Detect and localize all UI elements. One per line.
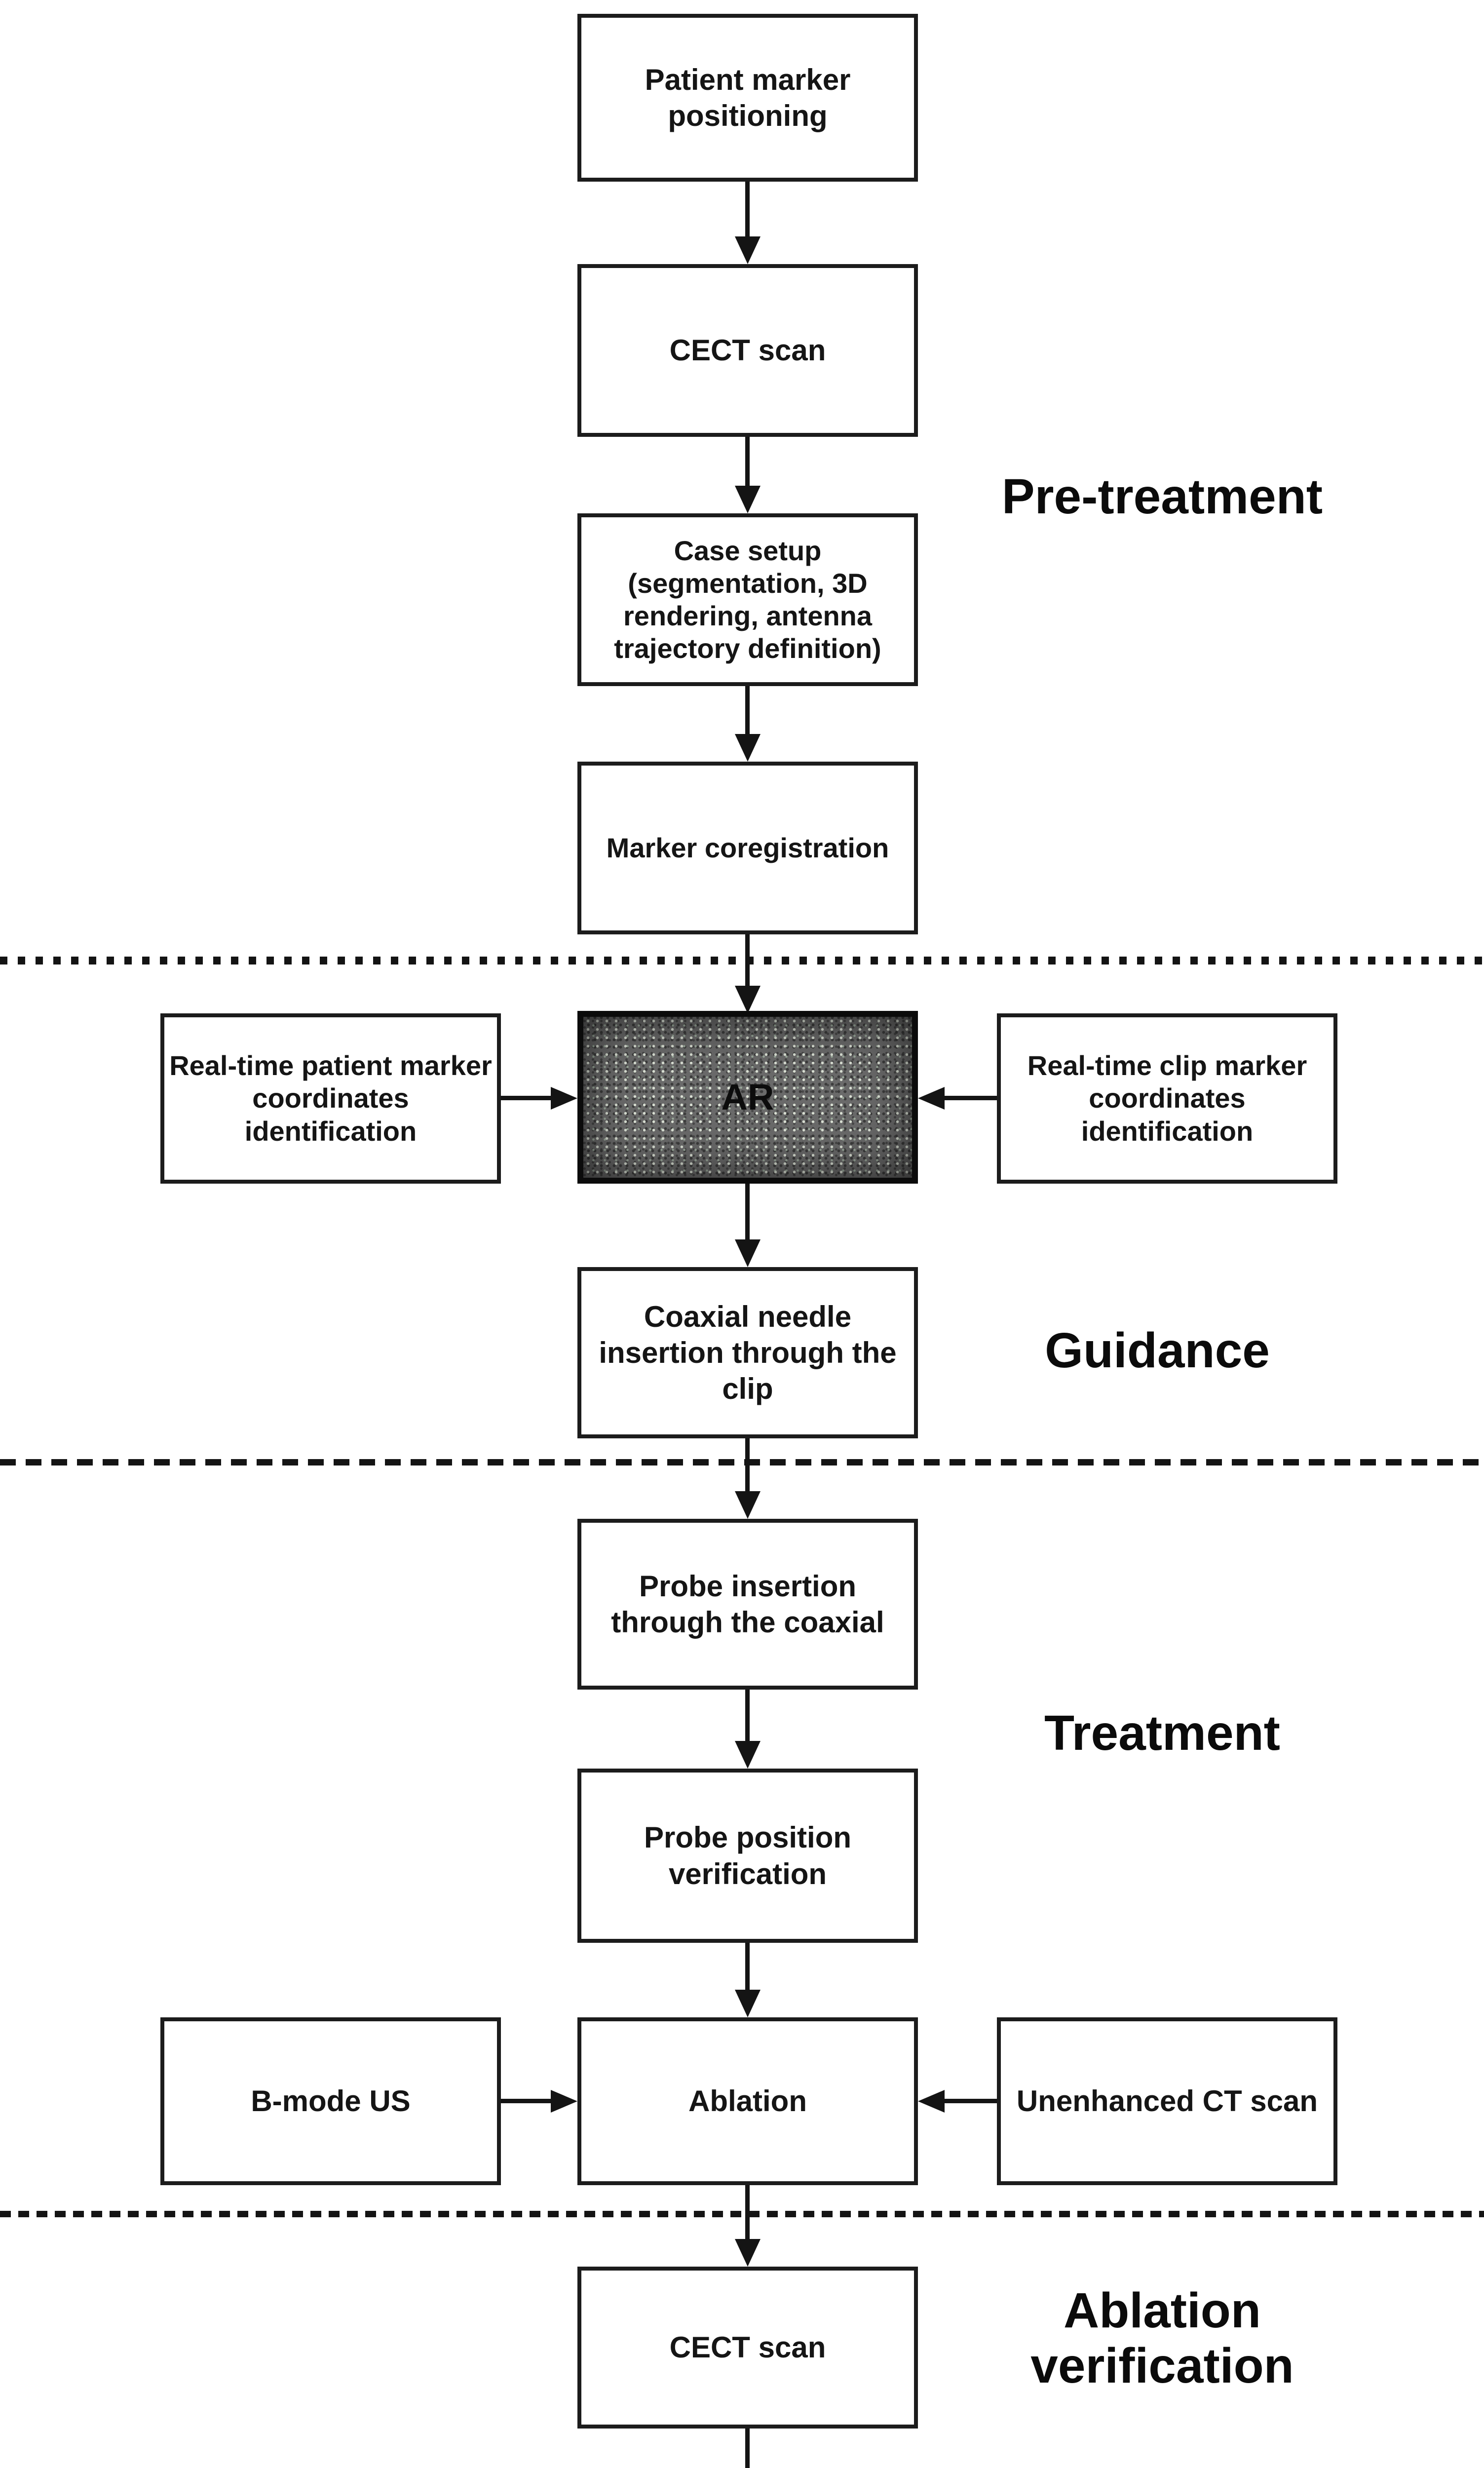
arrow-7-shaft	[745, 1690, 750, 1744]
node-realtime-clip-marker: Real-time clip marker coordinates identi…	[997, 1013, 1337, 1184]
section-label-guidance: Guidance	[1045, 1323, 1270, 1378]
arrow-bmode-to-ablation-shaft	[501, 2099, 555, 2103]
node-label: AR	[721, 1076, 774, 1118]
phase-divider-3	[0, 2211, 1484, 2217]
node-label: Unenhanced CT scan	[1016, 2084, 1318, 2118]
arrow-6-head-icon	[735, 1491, 761, 1519]
node-realtime-patient-marker: Real-time patient marker coordinates ide…	[160, 1013, 501, 1184]
phase-divider-1	[0, 957, 1484, 964]
node-label: CECT scan	[669, 334, 826, 367]
arrow-4-shaft	[745, 934, 750, 989]
node-case-setup: Case setup (segmentation, 3D rendering, …	[577, 513, 918, 686]
phase-divider-2	[0, 1459, 1484, 1465]
arrow-2-head-icon	[735, 486, 761, 513]
arrow-8-head-icon	[735, 1990, 761, 2017]
arrow-9-head-icon	[735, 2239, 761, 2267]
arrow-1-head-icon	[735, 236, 761, 264]
arrow-6-shaft	[745, 1438, 750, 1494]
section-label-ablation-verification: Ablation verification	[1030, 2283, 1294, 2393]
arrow-3-head-icon	[735, 734, 761, 762]
node-ar: AR	[577, 1011, 918, 1184]
node-label: Case setup (segmentation, 3D rendering, …	[614, 535, 881, 664]
arrow-bmode-to-ablation-head-icon	[551, 2090, 577, 2113]
arrow-10-shaft	[745, 2429, 750, 2468]
arrow-5-head-icon	[735, 1239, 761, 1267]
node-label: Probe position verification	[644, 1821, 851, 1890]
node-label: CECT scan	[669, 2331, 826, 2364]
arrow-8-shaft	[745, 1943, 750, 1993]
arrow-9-shaft	[745, 2185, 750, 2242]
node-label: Coaxial needle insertion through the cli…	[599, 1300, 897, 1406]
node-label: Real-time clip marker coordinates identi…	[1027, 1050, 1307, 1147]
arrow-ct-to-ablation-shaft	[945, 2099, 997, 2103]
node-label: Probe insertion through the coaxial	[611, 1569, 884, 1639]
node-label: B-mode US	[251, 2084, 411, 2118]
arrow-5-shaft	[745, 1184, 750, 1242]
node-label: Marker coregistration	[606, 832, 889, 863]
node-unenhanced-ct-scan: Unenhanced CT scan	[997, 2017, 1337, 2185]
arrow-right-to-ar-head-icon	[918, 1087, 945, 1110]
arrow-2-shaft	[745, 437, 750, 489]
node-label: Ablation	[688, 2084, 807, 2118]
arrow-3-shaft	[745, 686, 750, 737]
arrow-left-to-ar-head-icon	[551, 1087, 577, 1110]
node-marker-coregistration: Marker coregistration	[577, 762, 918, 934]
node-coaxial-needle-insertion: Coaxial needle insertion through the cli…	[577, 1267, 918, 1438]
arrow-7-head-icon	[735, 1741, 761, 1769]
node-cect-scan-2: CECT scan	[577, 2267, 918, 2429]
node-patient-marker-positioning: Patient marker positioning	[577, 14, 918, 182]
node-ablation: Ablation	[577, 2017, 918, 2185]
node-label: Patient marker positioning	[645, 63, 851, 132]
node-b-mode-us: B-mode US	[160, 2017, 501, 2185]
arrow-ct-to-ablation-head-icon	[918, 2090, 945, 2113]
arrow-right-to-ar-shaft	[945, 1096, 997, 1100]
node-probe-insertion: Probe insertion through the coaxial	[577, 1519, 918, 1690]
section-label-pre-treatment: Pre-treatment	[1001, 469, 1323, 524]
node-probe-position-verification: Probe position verification	[577, 1769, 918, 1943]
arrow-1-shaft	[745, 182, 750, 239]
section-label-treatment: Treatment	[1044, 1705, 1280, 1761]
arrow-4-head-icon	[735, 986, 761, 1013]
node-label: Real-time patient marker coordinates ide…	[169, 1050, 492, 1147]
arrow-left-to-ar-shaft	[501, 1096, 555, 1100]
node-cect-scan-1: CECT scan	[577, 264, 918, 437]
